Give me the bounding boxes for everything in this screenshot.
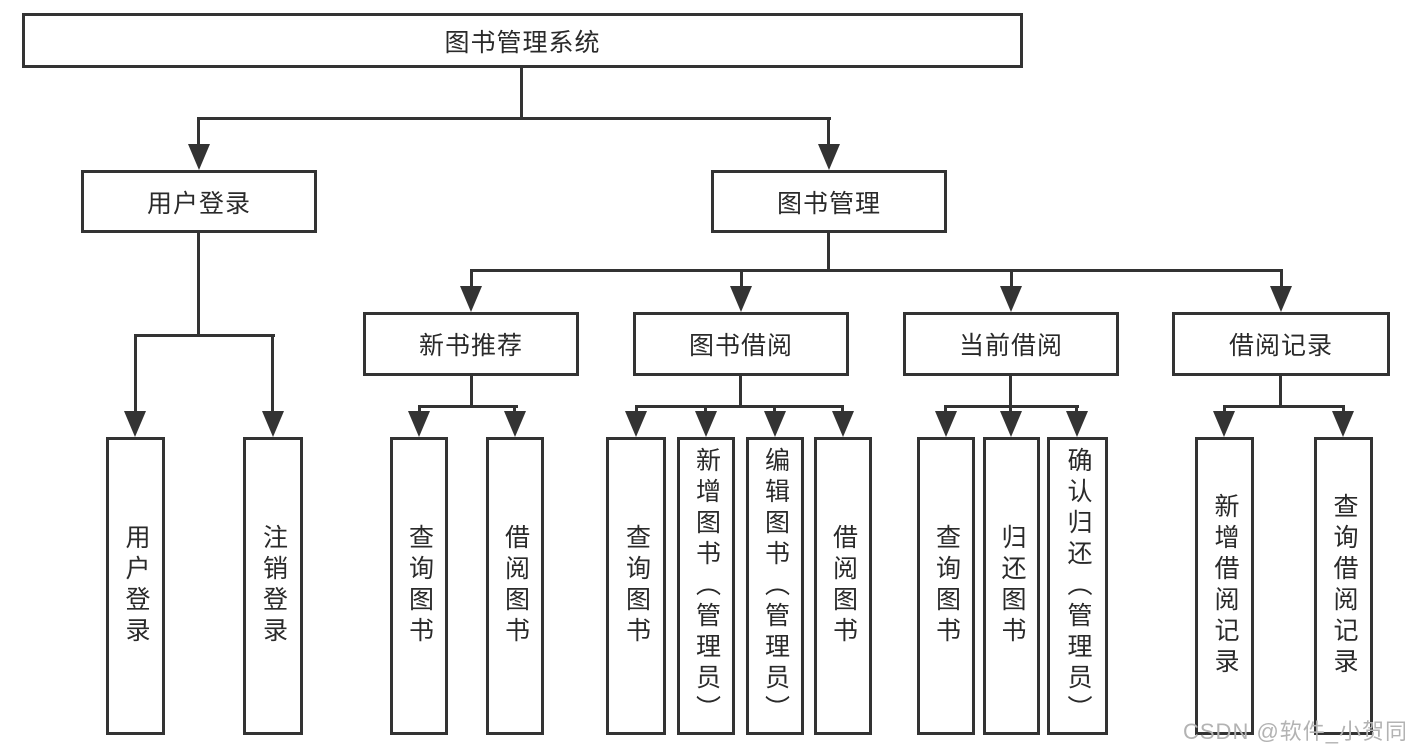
node-book-borrow: 图书借阅	[633, 312, 849, 376]
node-borrow-record-label: 借阅记录	[1228, 332, 1333, 360]
leaf-query-book-borrow-label: 查询图书	[622, 524, 651, 648]
arrow-down-icon	[504, 411, 526, 437]
leaf-confirm-return-admin: 确认归还（管理员）	[1047, 437, 1108, 735]
edge-line	[418, 405, 518, 408]
edge-line	[470, 376, 473, 406]
node-book-management: 图书管理	[711, 170, 947, 233]
edge-line	[635, 405, 638, 415]
leaf-edit-book-admin-label: 编辑图书（管理员）	[761, 446, 790, 726]
node-new-book-recommend-label: 新书推荐	[418, 332, 523, 360]
arrow-down-icon	[1000, 411, 1022, 437]
arrow-down-icon	[730, 286, 752, 312]
arrow-down-icon	[625, 411, 647, 437]
leaf-borrow-book: 借阅图书	[814, 437, 872, 735]
arrow-down-icon	[832, 411, 854, 437]
node-root: 图书管理系统	[22, 13, 1023, 68]
arrow-down-icon	[1270, 286, 1292, 312]
edge-line	[827, 117, 830, 148]
node-book-borrow-label: 图书借阅	[688, 332, 793, 360]
leaf-edit-book-admin: 编辑图书（管理员）	[746, 437, 804, 735]
arrow-down-icon	[124, 411, 146, 437]
arrow-down-icon	[408, 411, 430, 437]
leaf-add-borrow-record-label: 新增借阅记录	[1211, 493, 1239, 679]
csdn-watermark: CSDN @软件_小贺同学	[1183, 719, 1405, 744]
leaf-query-book-current-label: 查询图书	[932, 524, 961, 648]
edge-line	[827, 233, 830, 270]
arrow-down-icon	[188, 144, 210, 170]
edge-line	[197, 233, 200, 335]
leaf-user-login-label: 用户登录	[122, 524, 150, 648]
edge-line	[635, 405, 844, 408]
leaf-add-book-admin: 新增图书（管理员）	[677, 437, 735, 735]
edge-line	[271, 334, 274, 414]
node-current-borrow: 当前借阅	[903, 312, 1119, 376]
edge-line	[1010, 269, 1013, 289]
edge-line	[418, 405, 421, 415]
edge-line	[197, 117, 831, 120]
arrow-down-icon	[1213, 411, 1235, 437]
edge-line	[134, 334, 275, 337]
leaf-logout: 注销登录	[243, 437, 303, 735]
arrow-down-icon	[460, 286, 482, 312]
leaf-query-borrow-record-label: 查询借阅记录	[1330, 493, 1358, 679]
edge-line	[841, 405, 844, 415]
edge-line	[134, 334, 137, 414]
edge-line	[520, 68, 523, 117]
edge-line	[1223, 405, 1226, 415]
edge-line	[1342, 405, 1345, 415]
node-user-login: 用户登录	[81, 170, 317, 233]
edge-line	[773, 405, 776, 415]
edge-line	[739, 376, 742, 406]
arrow-down-icon	[1066, 411, 1088, 437]
edge-line	[1009, 376, 1012, 406]
leaf-confirm-return-admin-label: 确认归还（管理员）	[1064, 446, 1092, 726]
edge-line	[1223, 405, 1345, 408]
edge-line	[197, 117, 200, 148]
node-new-book-recommend: 新书推荐	[363, 312, 579, 376]
arrow-down-icon	[818, 144, 840, 170]
arrow-down-icon	[695, 411, 717, 437]
node-user-login-label: 用户登录	[146, 189, 251, 218]
edge-line	[1075, 405, 1078, 415]
leaf-query-borrow-record: 查询借阅记录	[1314, 437, 1373, 735]
edge-line	[513, 405, 516, 415]
edge-line	[740, 269, 743, 289]
leaf-query-book-recommend: 查询图书	[390, 437, 448, 735]
leaf-return-book-label: 归还图书	[998, 524, 1026, 648]
leaf-borrow-book-recommend-label: 借阅图书	[501, 524, 530, 648]
leaf-return-book: 归还图书	[983, 437, 1040, 735]
leaf-query-book-current: 查询图书	[917, 437, 975, 735]
arrow-down-icon	[1332, 411, 1354, 437]
node-root-label: 图书管理系统	[444, 28, 601, 57]
edge-line	[944, 405, 947, 415]
edge-line	[1280, 269, 1283, 289]
leaf-user-login: 用户登录	[106, 437, 165, 735]
edge-line	[470, 269, 1283, 272]
arrow-down-icon	[262, 411, 284, 437]
arrow-down-icon	[1000, 286, 1022, 312]
arrow-down-icon	[935, 411, 957, 437]
leaf-borrow-book-recommend: 借阅图书	[486, 437, 544, 735]
node-current-borrow-label: 当前借阅	[958, 332, 1063, 360]
edge-line	[1009, 405, 1012, 415]
leaf-query-book-recommend-label: 查询图书	[405, 524, 434, 648]
leaf-borrow-book-label: 借阅图书	[829, 524, 858, 648]
leaf-add-borrow-record: 新增借阅记录	[1195, 437, 1254, 735]
edge-line	[1279, 376, 1282, 406]
leaf-logout-label: 注销登录	[259, 524, 288, 648]
leaf-query-book-borrow: 查询图书	[606, 437, 666, 735]
node-borrow-record: 借阅记录	[1172, 312, 1390, 376]
edge-line	[704, 405, 707, 415]
node-book-management-label: 图书管理	[776, 189, 881, 218]
edge-line	[470, 269, 473, 289]
arrow-down-icon	[764, 411, 786, 437]
leaf-add-book-admin-label: 新增图书（管理员）	[692, 446, 721, 726]
